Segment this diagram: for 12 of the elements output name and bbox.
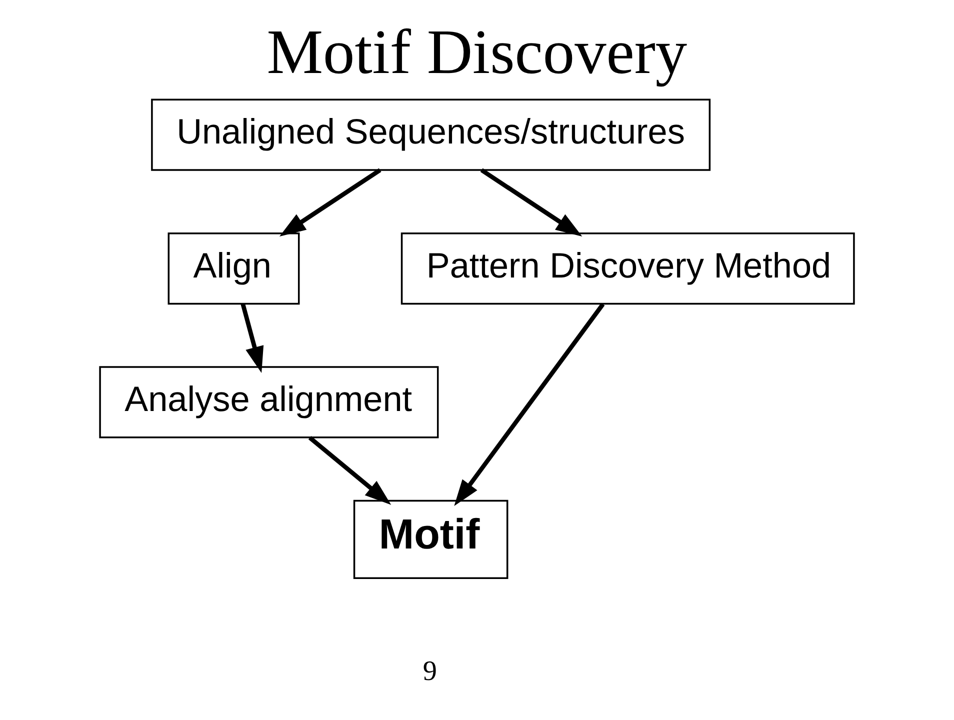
- arrow: [240, 303, 264, 374]
- node-box: Motif: [353, 500, 508, 580]
- label: 9: [422, 656, 437, 687]
- arrow: [279, 168, 382, 237]
- node-box: Unaligned Sequences/structures: [151, 98, 711, 171]
- arrow: [480, 168, 582, 237]
- arrow: [454, 302, 605, 506]
- node-box: Analyse alignment: [99, 366, 439, 438]
- node-box: Align: [168, 232, 300, 305]
- diagram-title: Motif Discovery: [266, 16, 688, 87]
- node-box: Pattern Discovery Method: [400, 232, 855, 305]
- arrow: [308, 436, 392, 505]
